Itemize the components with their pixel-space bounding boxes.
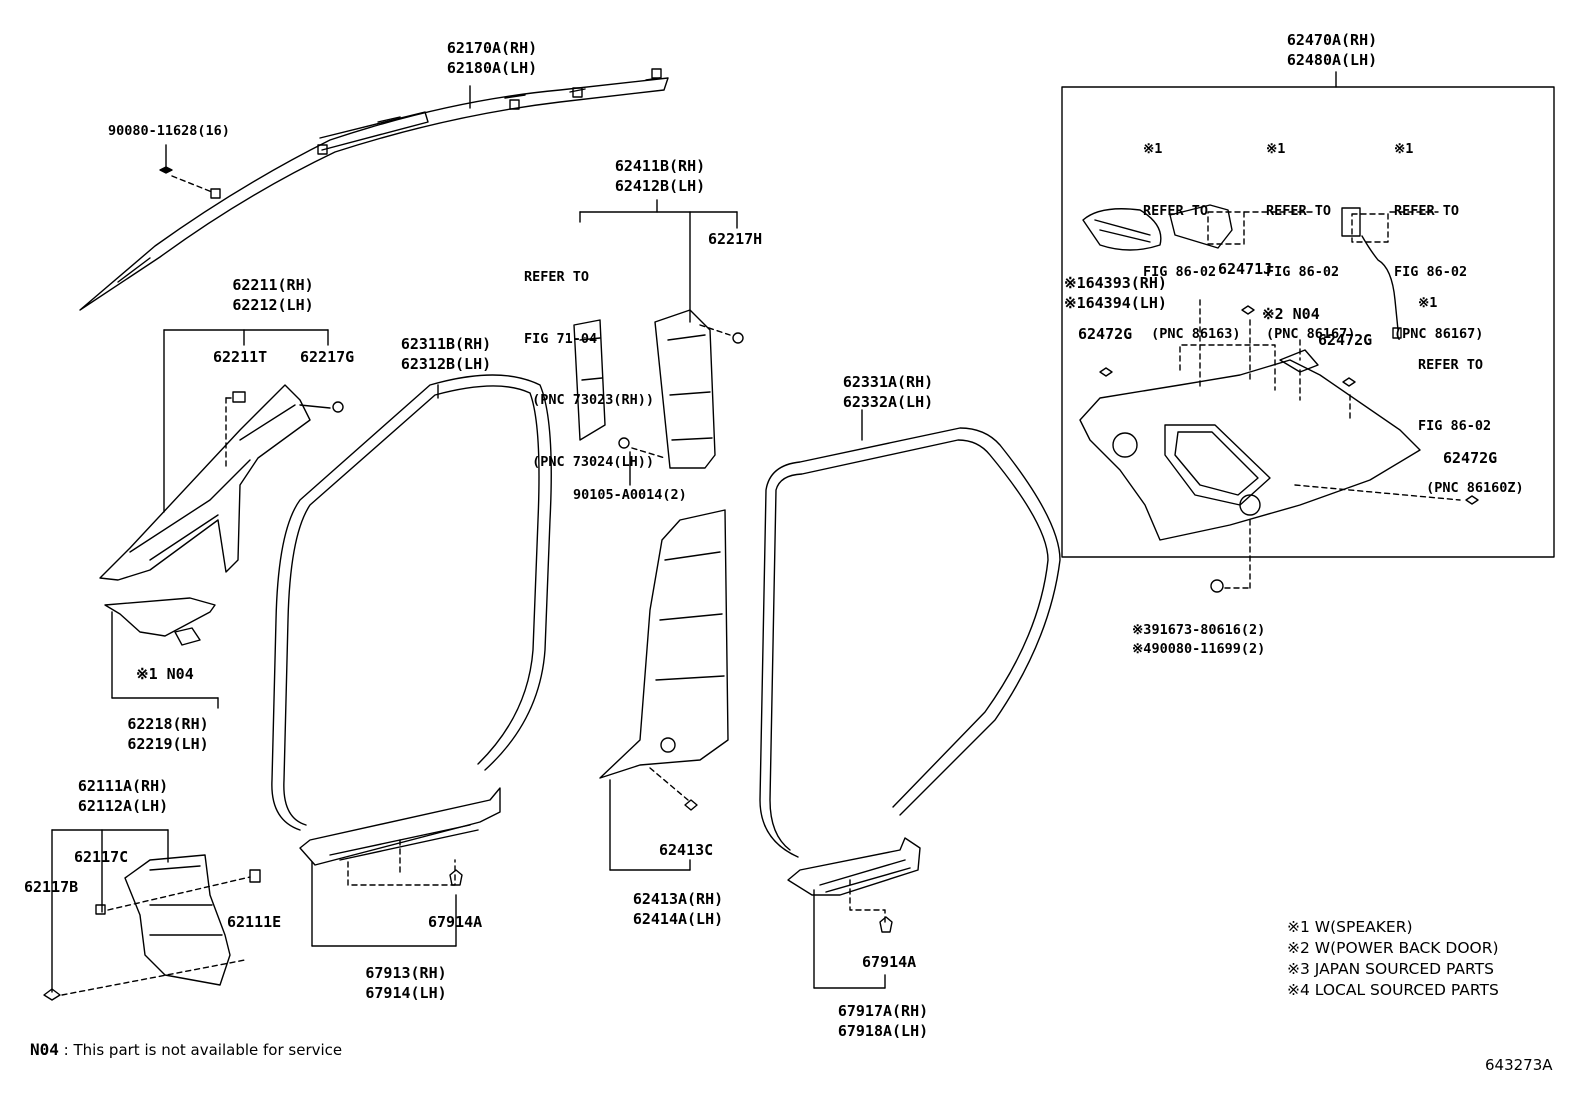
part-label-62480a: 62480A(LH) (1286, 51, 1378, 69)
part-label-62212: 62212(LH) (232, 296, 314, 314)
diagram-code: 643273A (1485, 1056, 1553, 1074)
reference-line: (PNC 73023(RH)) (524, 392, 655, 408)
reference-mark: ※1 (1266, 141, 1286, 157)
reference-line: REFER TO (1143, 202, 1209, 219)
legend-note-2: ※2 W(POWER BACK DOOR) (1287, 939, 1499, 957)
part-label-64393: ※164393(RH) (1064, 274, 1167, 292)
part-label-90105-a0014: 90105-A0014(2) (573, 487, 687, 503)
part-label-62411b: 62411B(RH) (614, 157, 706, 175)
part-label-62111a: 62111A(RH) (77, 777, 169, 795)
reference-line: REFER TO (1394, 202, 1460, 219)
part-label-n04-power-back-door: ※2 N04 (1262, 305, 1320, 323)
reference-mark: ※1 (1418, 295, 1438, 311)
part-label-62412b: 62412B(LH) (614, 177, 706, 195)
part-label-64394: ※164394(LH) (1064, 294, 1167, 312)
reference-line: FIG 71-04 (524, 330, 598, 347)
part-label-67914: 67914(LH) (365, 984, 447, 1002)
reference-line: FIG 86-02 (1394, 264, 1468, 280)
center-pillar-lower-part (599, 509, 729, 871)
part-label-62180a: 62180A(LH) (446, 59, 538, 77)
part-label-67913: 67913(RH) (365, 964, 447, 982)
reference-line: (PNC 86167) (1394, 325, 1484, 342)
part-label-62211t: 62211T (213, 348, 268, 366)
part-label-62312b: 62312B(LH) (400, 355, 492, 373)
part-label-91673-80616: ※391673-80616(2) (1132, 622, 1266, 638)
part-label-62413a: 62413A(RH) (632, 890, 724, 908)
center-pillar-upper-part (573, 199, 744, 486)
quarter-trim-group (1061, 71, 1555, 593)
part-label-62217g: 62217G (300, 348, 355, 366)
reference-fig-86-02-d: ※1 REFER TO FIG 86-02 (PNC 86160Z) (1418, 252, 1524, 519)
reference-fig-86-02-c: ※1 REFER TO FIG 86-02 (PNC 86167) (1394, 98, 1483, 365)
part-label-62218: 62218(RH) (127, 715, 209, 733)
reference-line: REFER TO (1266, 202, 1332, 219)
part-label-67918a: 67918A(LH) (837, 1022, 929, 1040)
part-label-62332a: 62332A(LH) (842, 393, 934, 411)
rear-scuff-plate-part (787, 837, 921, 989)
part-label-67914a-rear: 67914A (862, 953, 917, 971)
reference-line: FIG 86-02 (1266, 264, 1340, 280)
part-label-62471j: 62471J (1218, 260, 1273, 278)
reference-line: (PNC 86163) (1143, 325, 1241, 342)
front-scuff-plate-part (299, 787, 501, 947)
part-label-62111e: 62111E (227, 913, 282, 931)
legend-note-3: ※3 JAPAN SOURCED PARTS (1287, 960, 1494, 978)
reference-mark: ※1 (1394, 141, 1414, 157)
part-label-62219: 62219(LH) (127, 735, 209, 753)
part-label-62414a: 62414A(LH) (632, 910, 724, 928)
part-label-62170a: 62170A(RH) (446, 39, 538, 57)
part-label-n04-speaker: ※1 N04 (136, 665, 194, 683)
part-label-62112a: 62112A(LH) (77, 797, 169, 815)
reference-line: REFER TO (524, 269, 590, 285)
curtain-airbag-part (79, 68, 669, 311)
rear-door-weatherstrip-part (759, 409, 1061, 858)
part-label-62211: 62211(RH) (232, 276, 314, 294)
a-pillar-garnish-part (99, 329, 344, 581)
reference-mark: ※1 (1143, 141, 1163, 157)
footnote: N04 : This part is not available for ser… (30, 1040, 342, 1059)
legend-note-1: ※1 W(SPEAKER) (1287, 918, 1413, 936)
part-label-67917a: 67917A(RH) (837, 1002, 929, 1020)
reference-fig-71-04: REFER TO FIG 71-04 (PNC 73023(RH)) (PNC … (524, 226, 654, 493)
reference-line: (PNC 86167) (1266, 325, 1356, 342)
part-label-62472g-right: 62472G (1443, 449, 1498, 467)
part-label-62117c: 62117C (74, 848, 129, 866)
reference-line: FIG 86-02 (1418, 418, 1492, 434)
part-label-62311b: 62311B(RH) (400, 335, 492, 353)
reference-fig-86-02-a: ※1 REFER TO FIG 86-02 (PNC 86163) (1143, 98, 1241, 365)
reference-fig-86-02-b: ※1 REFER TO FIG 86-02 (PNC 86167) (1266, 98, 1355, 365)
part-label-62413c: 62413C (659, 841, 714, 859)
part-label-62472g-mid: 62472G (1318, 331, 1373, 349)
part-label-62331a: 62331A(RH) (842, 373, 934, 391)
reference-line: (PNC 86160Z) (1418, 479, 1524, 496)
part-label-62470a: 62470A(RH) (1286, 31, 1378, 49)
front-door-weatherstrip-part (271, 374, 552, 831)
reference-line: REFER TO (1418, 356, 1484, 373)
reference-line: (PNC 73024(LH)) (524, 453, 655, 470)
part-label-62472g-left: 62472G (1078, 325, 1133, 343)
footnote-code: N04 (30, 1040, 59, 1059)
part-label-67914a-front: 67914A (428, 913, 483, 931)
part-label-62217h: 62217H (708, 230, 763, 248)
part-label-90080-11628: 90080-11628(16) (108, 123, 230, 139)
front-kick-panel-part (43, 829, 261, 1001)
legend-note-4: ※4 LOCAL SOURCED PARTS (1287, 981, 1499, 999)
reference-line: FIG 86-02 (1143, 264, 1217, 280)
part-label-90080-11699: ※490080-11699(2) (1132, 641, 1266, 657)
footnote-text: : This part is not available for service (58, 1041, 343, 1059)
cowl-side-panel-part (104, 597, 219, 709)
legend-notes: ※1 W(SPEAKER) ※2 W(POWER BACK DOOR) ※3 J… (1287, 917, 1499, 1001)
part-label-62117b: 62117B (24, 878, 79, 896)
